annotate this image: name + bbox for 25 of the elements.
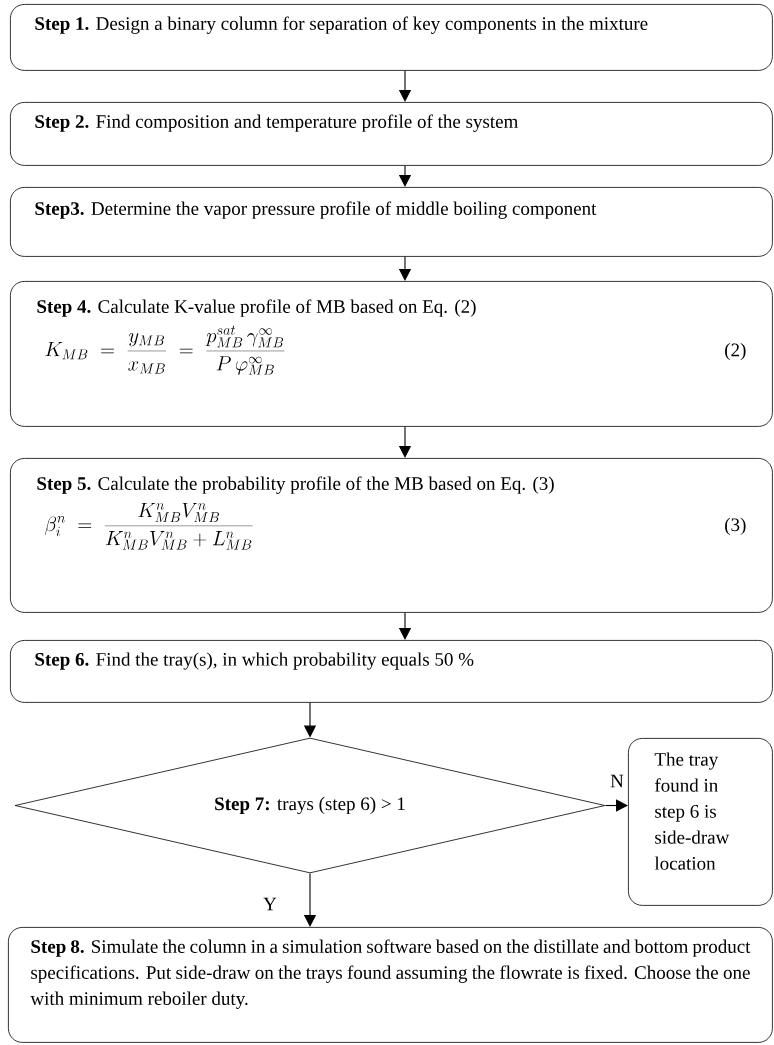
process-box xyxy=(10,458,773,613)
step-text: Step 6. Find the tray(s), in which probability equals 50 % xyxy=(35,652,474,670)
process-box xyxy=(10,187,773,257)
equation-number: (3) xyxy=(725,517,746,535)
step-text: Step 8. Simulate the column in a simulation software based on the distillate and bottom product specifications. Put side-draw on the trays found assuming the flowrate is fixed. Choose the one with minimum reboiler duty. xyxy=(30,939,751,1009)
decision-text: Step 7: trays (step 6) > 1 xyxy=(215,796,405,815)
equation: $\beta^{n}_{i} \;=\; \frac{K^{n}_{MB}V^{n}_{MB}}{K^{n}_{MB}V^{n}_{MB} + L^{n}_{MB}}$ xyxy=(45,502,253,550)
step-text: Step 2. Find composition and temperature profile of the system xyxy=(35,114,519,132)
edge-label: N xyxy=(610,774,624,788)
decision-diamond xyxy=(14,737,606,874)
result-box xyxy=(628,738,773,906)
edge-label: Y xyxy=(263,897,277,911)
equation-number: (2) xyxy=(725,342,746,361)
step-text: Step 1. Design a binary column for separation of key components in the mixture xyxy=(35,16,648,34)
step-text: Step3. Determine the vapor pressure profile of middle boiling component xyxy=(35,201,597,219)
process-box xyxy=(10,102,773,166)
step-text: Step 5. Calculate the probability profile of the MB based on Eq. (3) xyxy=(37,476,554,494)
process-box xyxy=(10,640,773,703)
step-text: Step 4. Calculate K-value profile of MB based on Eq. (2) xyxy=(37,299,476,317)
arrow xyxy=(604,799,628,812)
equation: $K_{MB} \;=\; \frac{y_{MB}}{x_{MB}} \;=\; \frac{p^{sat}_{MB}\,\gamma^{\infty}_{MB}}{P\,\varphi^{\infty}_{MB}}$ xyxy=(45,325,285,375)
process-box xyxy=(10,281,773,427)
step-text: The tray found in step 6 is side-draw location xyxy=(654,752,730,870)
process-box xyxy=(10,4,773,71)
process-box xyxy=(8,927,773,1043)
